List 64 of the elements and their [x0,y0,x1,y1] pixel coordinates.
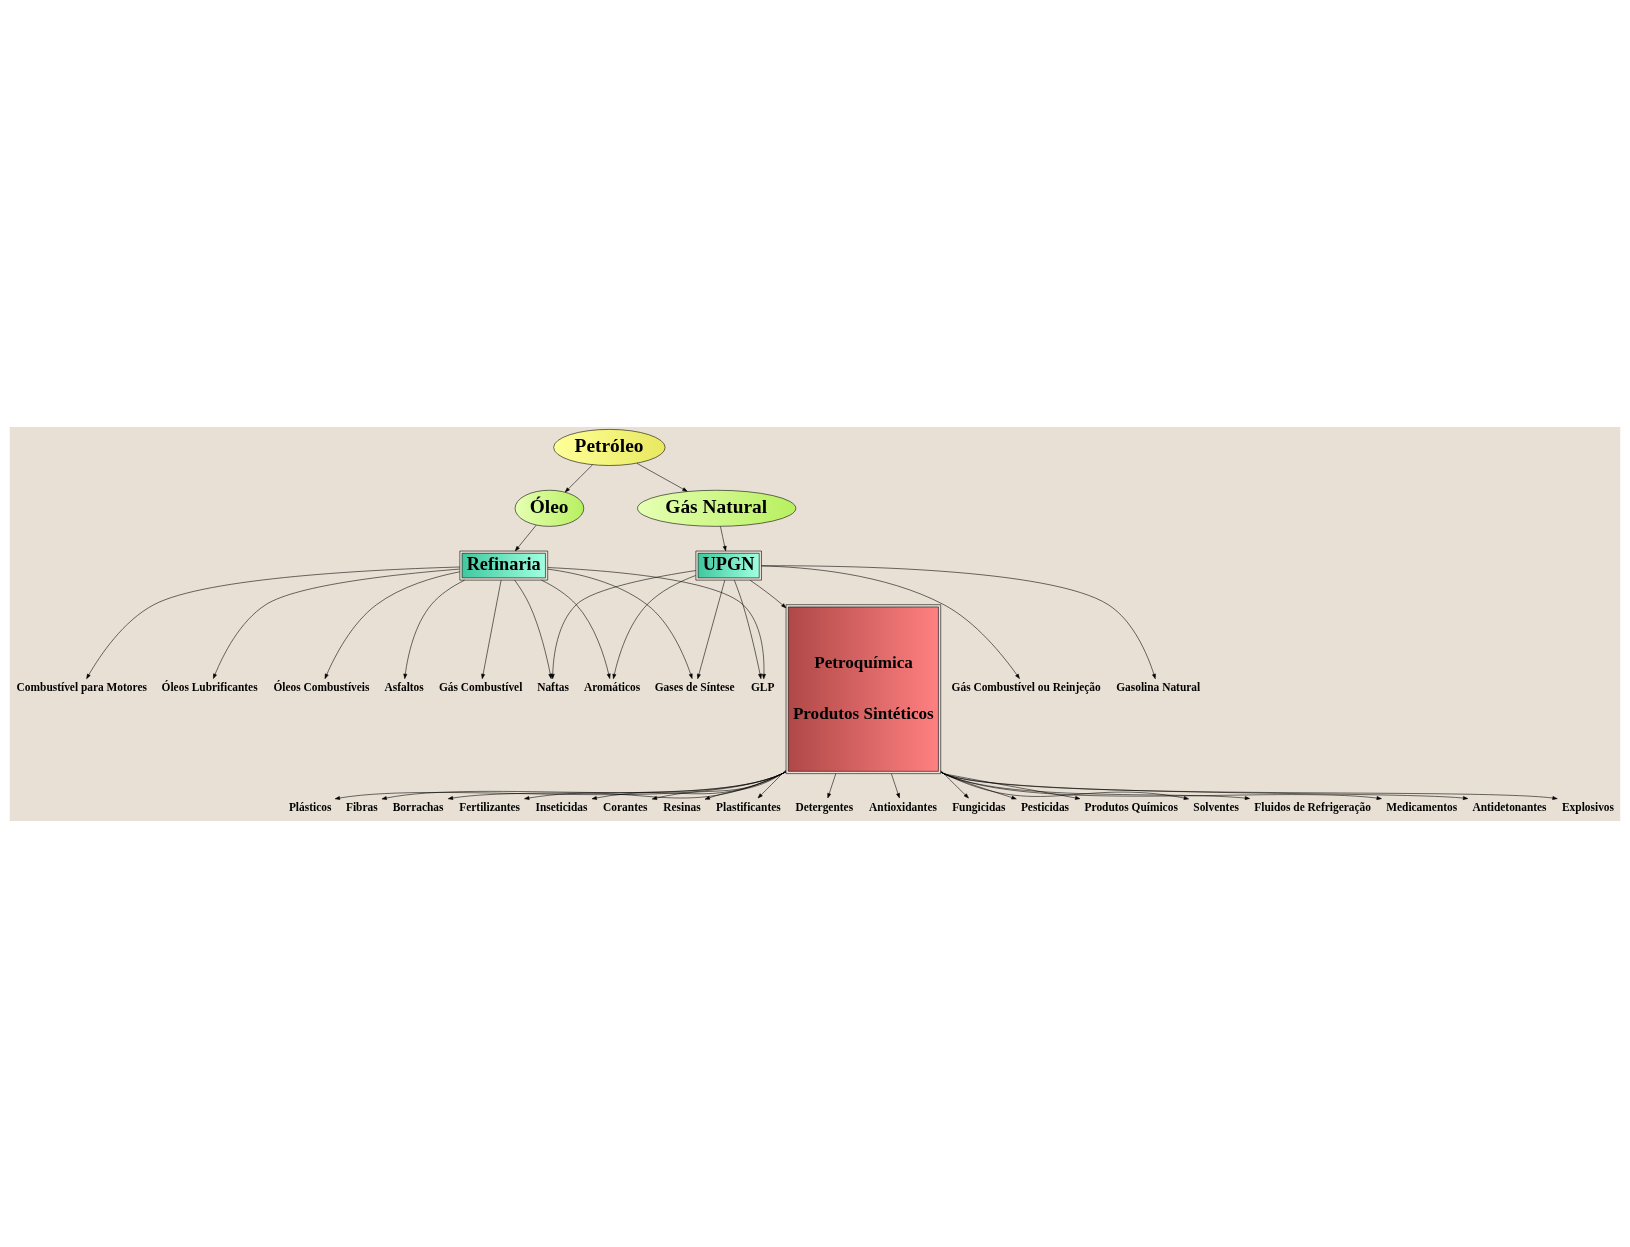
node-text: Explosivos [1562,800,1614,813]
arrow [636,462,688,492]
arrow [940,771,1189,800]
node-text: Antioxidantes [869,800,937,813]
node-text: Borrachas [392,800,444,813]
node-text: Detergentes [795,800,854,813]
arrow [734,579,762,679]
node-text: Combustível para Motores [16,680,147,693]
node-text: Inseticidas [535,800,588,813]
node-text: Fertilizantes [459,800,521,813]
arrow [403,579,465,679]
arrow [481,579,502,679]
arrow [651,770,787,800]
node-text: Fluidos de Refrigeração [1254,800,1371,813]
arrow [541,579,611,679]
arrow [761,564,1156,679]
arrow [324,571,460,679]
node-text: Fungicidas [952,800,1006,813]
arrow [213,568,460,679]
node-text: Antidetonantes [1472,800,1547,813]
node-text: Aromáticos [583,680,641,693]
node-text: Resinas [663,800,701,813]
node-ellipse: Óleo [514,489,585,527]
arrow [940,771,1081,800]
arrow [757,769,787,798]
arrow [514,524,537,551]
arrow [940,771,1382,800]
node-text: Óleos Lubrificantes [161,680,258,693]
node-ellipse: Gás Natural [637,489,797,527]
node-text: Gases de Síntese [654,680,735,693]
arrow [591,771,787,800]
node-text: Asfaltos [384,680,424,693]
arrow [564,464,593,492]
node-text: Fibras [345,800,378,813]
arrow [940,770,1017,799]
node-text: Naftas [537,680,569,693]
arrow [940,769,969,798]
arrow [749,579,787,608]
arrow [940,771,1250,800]
node-text: Gasolina Natural [1116,680,1201,693]
node-text: Produtos Químicos [1084,800,1178,813]
arrow [514,579,553,679]
node-ellipse: Petróleo [553,428,666,466]
arrow [86,566,461,679]
node-text: Gás Combustível ou Reinjeção [951,680,1101,693]
arrow [704,770,787,800]
arrow [447,771,787,800]
node-text: Medicamentos [1386,800,1458,813]
node-text: GLP [750,680,775,693]
arrow [761,565,1020,679]
node-text: Pesticidas [1020,800,1070,813]
arrow [891,772,900,798]
arrow [720,525,727,551]
arrow [547,566,766,679]
node-text: Óleos Combustíveis [273,680,370,693]
node-text: Gás Combustível [439,680,523,693]
arrow [697,579,726,679]
node-text: Solventes [1193,800,1239,813]
arrow [827,772,837,798]
node-text: Plastificantes [716,800,781,813]
arrow [524,771,787,800]
arrow [612,574,696,679]
node-text: Corantes [603,800,648,813]
node-text: Plásticos [288,800,332,813]
